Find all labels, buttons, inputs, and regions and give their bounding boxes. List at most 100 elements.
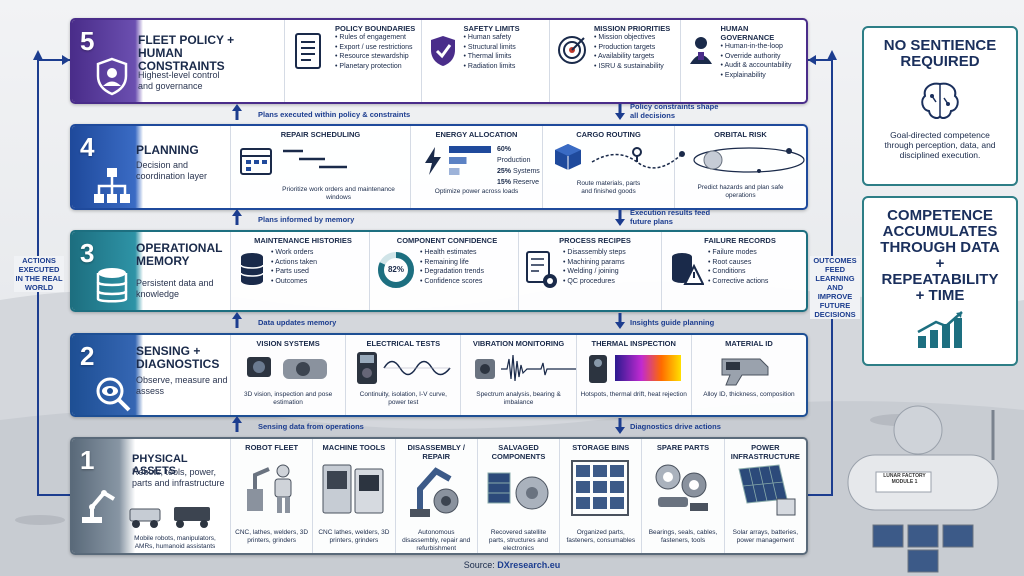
card-item: Health estimates — [420, 248, 514, 258]
card-title: SALVAGED COMPONENTS — [491, 443, 546, 461]
card-human-governance: HUMAN GOVERNANCE Human-in-the-loopOverri… — [679, 20, 807, 102]
card-item: Production targets — [594, 43, 676, 53]
card-caption: Predict hazards and plan safe operations — [697, 184, 784, 199]
card-machine-tools: MACHINE TOOLS CNC lathes, welders, 3D pr… — [312, 439, 394, 553]
card-item: Outcomes — [271, 277, 365, 287]
lunar-sign: LUNAR FACTORY MODULE 1 — [883, 473, 926, 485]
card-item: Degradation trends — [420, 267, 514, 277]
person-icon — [689, 37, 712, 64]
layer-subtitle: Robots, tools, power, parts and infrastr… — [132, 467, 225, 488]
route-path-icon — [591, 147, 685, 169]
card-title: SPARE PARTS — [656, 443, 710, 452]
layer-subtitle: Decision and coordination layer — [136, 160, 208, 181]
cargo-box-icon — [555, 144, 581, 170]
side-box-text: Goal-directed competence through percept… — [884, 130, 996, 160]
layer-3-header: 3 OPERATIONAL MEMORY Persistent data and… — [72, 232, 230, 310]
card-storage-bins: STORAGE BINS Organized parts, fasteners,… — [559, 439, 641, 553]
lunar-factory-module — [847, 405, 999, 573]
card-caption: 3D vision, inspection and pose estimatio… — [244, 391, 333, 406]
xrf-analyzer-icon — [721, 358, 769, 386]
card-title: ROBOT FLEET — [245, 443, 299, 452]
card-caption: Route materials, parts and finished good… — [576, 180, 641, 195]
source-credit: Source: DXresearch.eu — [0, 560, 1024, 570]
connector-l3-right: Insights guide planning — [630, 318, 715, 327]
layer-number: 4 — [80, 132, 95, 162]
energy-pct: 15% — [497, 179, 512, 186]
connector-l5-right: Policy constraints shape all decisions — [630, 102, 719, 120]
layer-subtitle: Persistent data and knowledge — [136, 278, 214, 299]
energy-bar — [449, 146, 491, 153]
card-caption: Recovered satellite parts, structures an… — [488, 529, 549, 552]
brain-icon — [921, 82, 959, 120]
card-title: VISION SYSTEMS — [256, 339, 320, 348]
card-energy-allocation: ENERGY ALLOCATION 60% Production 25% Sys… — [410, 126, 542, 208]
card-item: Thermal limits — [464, 52, 546, 62]
layer-subtitle: Observe, measure and assess — [136, 375, 228, 396]
card-title: ORBITAL RISK — [714, 130, 767, 139]
card-item: QC procedures — [563, 277, 657, 287]
card-caption: Optimize power across loads — [434, 188, 519, 195]
energy-pct: 60% — [497, 146, 512, 153]
card-item: Remaining life — [420, 258, 514, 268]
layer-number: 3 — [80, 238, 95, 268]
card-title: MATERIAL ID — [725, 339, 773, 348]
card-title: THERMAL INSPECTION — [591, 339, 676, 348]
card-item: Planetary protection — [335, 62, 417, 72]
card-caption: Autonomous disassembly, repair and refur… — [402, 529, 471, 552]
energy-bars — [449, 146, 491, 175]
layer-5-fleet-policy: 5 FLEET POLICY + HUMAN CONSTRAINTS Highe… — [70, 18, 808, 104]
source-link[interactable]: DXresearch.eu — [497, 560, 561, 570]
database-icon — [240, 253, 264, 285]
card-item: Export / use restrictions — [335, 43, 417, 53]
connector-l4-right: Execution results feed future plans — [630, 208, 711, 226]
card-item: Rules of engagement — [335, 33, 417, 43]
side-box-title: COMPETENCE ACCUMULATES THROUGH DATA + RE… — [880, 207, 1000, 304]
card-title: COMPONENT CONFIDENCE — [396, 236, 498, 245]
layer-2-sensing-diagnostics: 2 SENSING + DIAGNOSTICS Observe, measure… — [70, 333, 808, 417]
satellite-parts-icon — [487, 472, 549, 510]
card-item: Human safety — [464, 33, 546, 43]
card-item: Parts used — [271, 267, 365, 277]
card-safety-limits: SAFETY LIMITS Human safetyStructural lim… — [420, 20, 550, 102]
card-vibration-monitoring: VIBRATION MONITORING Spectrum analysis, … — [460, 335, 577, 415]
camera-icon — [247, 357, 327, 379]
connector-l2-right: Diagnostics drive actions — [630, 422, 721, 431]
card-component-confidence: 82% COMPONENT CONFIDENCE Health estimate… — [369, 232, 518, 310]
card-item: Actions taken — [271, 258, 365, 268]
lightning-icon — [425, 147, 441, 175]
card-robot-fleet: ROBOT FLEET CNC, lathes, welders, 3D pri… — [230, 439, 312, 553]
card-mission-priorities: MISSION PRIORITIES Mission objectivesPro… — [549, 20, 680, 102]
card-item: Availability targets — [594, 52, 676, 62]
cnc-machine-icon — [322, 464, 384, 514]
card-item: Mission objectives — [594, 33, 676, 43]
card-item: Override authority — [721, 52, 803, 62]
card-caption: Solar arrays, batteries, power managemen… — [732, 529, 799, 544]
left-flow-label: ACTIONS EXECUTED IN THE REAL WORLD — [14, 256, 64, 292]
card-item: Disassembly steps — [563, 248, 657, 258]
layer-number: 2 — [80, 341, 95, 371]
card-title: HUMAN GOVERNANCE — [720, 24, 775, 42]
energy-label: Systems — [512, 168, 540, 175]
card-item: Human-in-the-loop — [721, 42, 803, 52]
layer-2-header: 2 SENSING + DIAGNOSTICS Observe, measure… — [72, 335, 230, 415]
card-title: STORAGE BINS — [572, 443, 630, 452]
layer-5-header: 5 FLEET POLICY + HUMAN CONSTRAINTS Highe… — [72, 20, 234, 102]
energy-label: Production — [497, 157, 531, 164]
humanoid-robot-icon — [247, 464, 292, 513]
mobile-robots-icon — [129, 507, 210, 528]
card-item: Audit & accountability — [721, 61, 803, 71]
shield-user-icon — [96, 57, 128, 96]
target-icon — [558, 36, 586, 64]
card-cargo-routing: CARGO ROUTING Route materials, parts and… — [542, 126, 685, 208]
card-orbital-risk: ORBITAL RISK Predict hazards and plan sa… — [674, 126, 806, 208]
layer-4-header: 4 PLANNING Decision and coordination lay… — [72, 126, 230, 208]
confidence-gauge — [378, 252, 414, 288]
card-item: Failure modes — [708, 248, 802, 258]
database-warning-icon — [672, 253, 704, 285]
card-caption: Continuity, isolation, I-V curve, power … — [359, 391, 447, 406]
card-title: DISASSEMBLY / REPAIR — [407, 443, 465, 461]
connector-l3-left: Data updates memory — [258, 318, 337, 327]
growth-chart-icon — [917, 311, 963, 348]
layer-title: PHYSICAL ASSETS — [132, 453, 188, 477]
